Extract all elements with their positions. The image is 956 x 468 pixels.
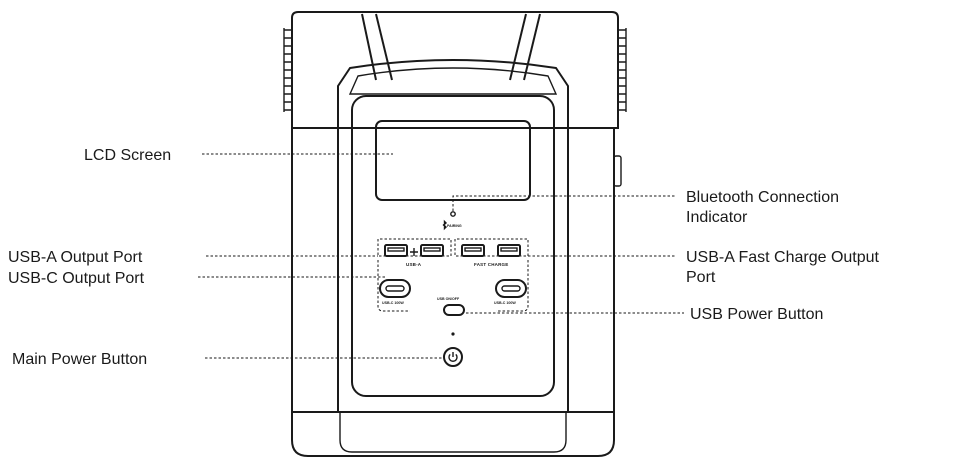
callout-usb-c-output: USB-C Output Port [8, 270, 145, 287]
lcd-screen [375, 120, 531, 201]
callout-usb-power: USB Power Button [690, 306, 823, 323]
usb-c-left-label: USB-C 100W [382, 301, 404, 305]
callout-usb-a-fast-line2: Port [686, 269, 716, 286]
front-panel [337, 59, 569, 413]
device-body [283, 11, 627, 457]
callout-labels: LCD Screen USB-A Output Port USB-C Outpu… [8, 147, 880, 368]
usb-power-button: USB ON/OFF [437, 297, 465, 316]
callout-lcd-screen: LCD Screen [84, 147, 171, 164]
pairing-label: PAIRING [447, 224, 462, 228]
fast-charge-label: FAST CHARGE [474, 262, 508, 267]
usb-on-off-label: USB ON/OFF [437, 297, 460, 301]
usb-a-port-1 [384, 244, 408, 257]
power-icon [448, 352, 458, 362]
bluetooth-indicator: PAIRING [442, 211, 462, 231]
usb-c-right: USB-C 100W [494, 260, 529, 312]
usb-a-port-2 [420, 244, 444, 257]
callout-usb-a-output: USB-A Output Port [8, 249, 143, 266]
usb-c-left: USB-C 100W [377, 260, 411, 312]
usb-a-fast-group: FAST CHARGE [454, 238, 529, 267]
usb-a-label: USB-A [406, 262, 422, 267]
usb-a-fast-port-2 [497, 244, 521, 257]
usb-c-right-label: USB-C 100W [494, 301, 516, 305]
callout-main-power: Main Power Button [12, 351, 147, 368]
callout-bluetooth-line2: Indicator [686, 209, 748, 226]
bluetooth-icon [442, 219, 448, 231]
usb-a-fast-port-1 [461, 244, 485, 257]
leader-lines [198, 153, 684, 359]
callout-bluetooth-line1: Bluetooth Connection [686, 189, 839, 206]
main-power-button [443, 347, 463, 367]
usb-a-group: USB-A [377, 238, 452, 267]
callout-usb-a-fast-line1: USB-A Fast Charge Output [686, 249, 880, 266]
